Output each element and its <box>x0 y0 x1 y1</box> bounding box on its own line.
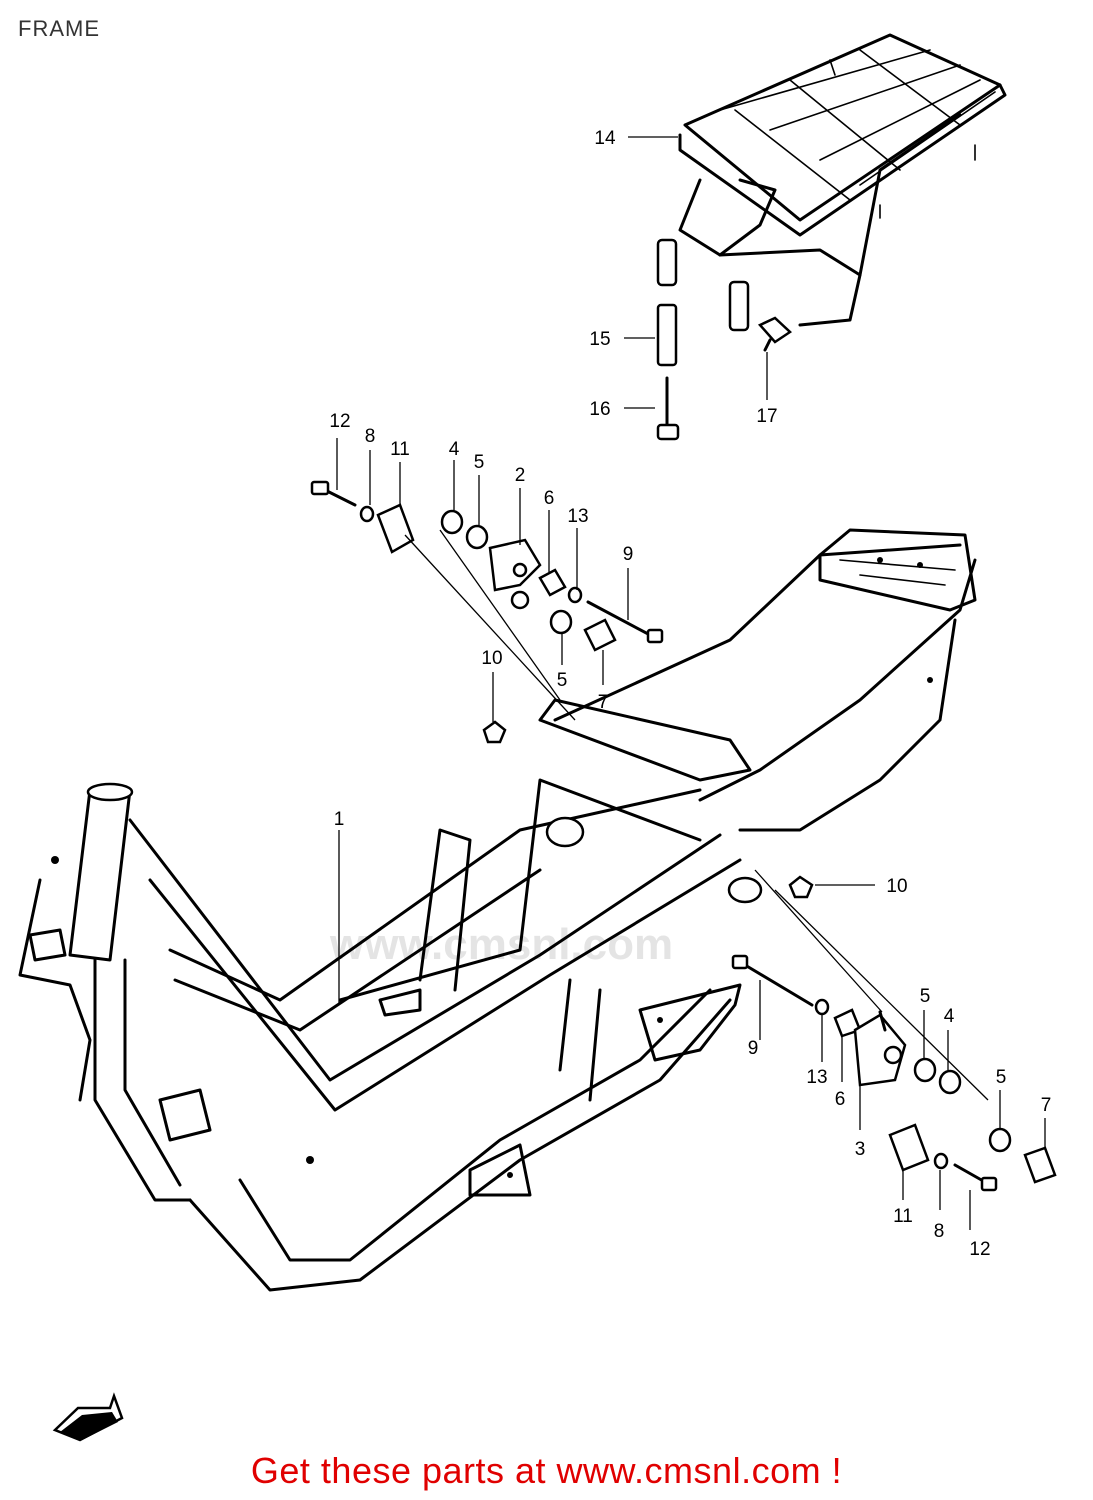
mount-bolt-12-upper[interactable] <box>310 480 357 507</box>
callout-10-upper: 10 <box>481 648 502 669</box>
callout-12-upper: 12 <box>329 411 350 432</box>
callout-13-upper: 13 <box>567 506 588 527</box>
callout-1: 1 <box>334 809 345 830</box>
callout-8-upper: 8 <box>365 426 376 447</box>
carrier-mount-sleeve-a[interactable] <box>656 238 678 287</box>
callout-4-right: 4 <box>944 1006 955 1027</box>
callout-3: 3 <box>855 1139 866 1160</box>
bearing-5-right[interactable] <box>913 1057 937 1083</box>
bearing-5-far[interactable] <box>988 1127 1012 1153</box>
carrier-bolt-17[interactable] <box>757 316 793 352</box>
washer-13-upper[interactable] <box>567 586 583 604</box>
callout-8-lower: 8 <box>934 1221 945 1242</box>
main-frame[interactable] <box>18 528 977 1292</box>
bushing-11-upper[interactable] <box>376 503 415 554</box>
callout-12-lower: 12 <box>969 1239 990 1260</box>
washer-13-lower[interactable] <box>814 998 830 1016</box>
rear-carrier[interactable] <box>678 33 1007 327</box>
carrier-bolt-16[interactable] <box>656 376 680 441</box>
engine-hanger-bracket-3[interactable] <box>853 1010 907 1087</box>
bearing-5-lower[interactable] <box>549 609 573 635</box>
callout-9-lower: 9 <box>748 1038 759 1059</box>
callout-14: 14 <box>594 128 616 149</box>
mount-bolt-12-lower[interactable] <box>953 1163 998 1192</box>
callout-5-upper: 5 <box>474 452 485 473</box>
callout-11-lower: 11 <box>893 1206 913 1227</box>
carrier-spacer-15[interactable] <box>656 303 678 367</box>
callout-6-upper: 6 <box>544 488 555 509</box>
callout-6-lower: 6 <box>835 1089 846 1110</box>
callout-13-lower: 13 <box>806 1067 827 1088</box>
callout-17: 17 <box>756 406 777 427</box>
callout-16: 16 <box>589 399 610 420</box>
callout-5-far: 5 <box>996 1067 1007 1088</box>
nut-10-upper[interactable] <box>482 720 507 744</box>
nut-10-lower[interactable] <box>788 875 814 899</box>
collar-6-upper[interactable] <box>538 568 567 597</box>
watermark: www.cmsnl.com <box>330 920 674 969</box>
get-parts-link[interactable]: Get these parts at www.cmsnl.com ! <box>250 1450 843 1491</box>
bushing-11-lower[interactable] <box>888 1123 930 1172</box>
bearing-4-right[interactable] <box>938 1069 962 1095</box>
page-title: FRAME <box>18 16 100 41</box>
callout-5-right: 5 <box>920 986 931 1007</box>
bearing-5-upper[interactable] <box>465 524 489 550</box>
callout-10-lower: 10 <box>886 876 907 897</box>
mount-bolt-9-lower[interactable] <box>731 954 814 1007</box>
callout-2: 2 <box>515 465 526 486</box>
bearing-4-upper[interactable] <box>440 509 464 535</box>
callout-9-upper: 9 <box>623 544 634 565</box>
washer-8-lower[interactable] <box>933 1152 949 1170</box>
engine-hanger-bracket-2[interactable] <box>488 538 542 610</box>
leader-lines <box>336 136 1046 1230</box>
callout-7-lower: 7 <box>1041 1095 1052 1116</box>
collar-7-upper[interactable] <box>583 618 617 652</box>
collar-7-lower[interactable] <box>1023 1146 1057 1184</box>
callout-11-upper: 11 <box>390 439 410 460</box>
callout-7-upper: 7 <box>598 692 609 713</box>
callout-15: 15 <box>589 329 610 350</box>
callout-5-mid: 5 <box>557 670 568 691</box>
callout-4-upper: 4 <box>449 439 460 460</box>
forward-direction-arrow-icon <box>52 1392 124 1442</box>
carrier-mount-sleeve-b[interactable] <box>728 280 750 332</box>
mount-bolt-9-upper[interactable] <box>586 600 664 644</box>
washer-8-upper[interactable] <box>359 505 375 523</box>
